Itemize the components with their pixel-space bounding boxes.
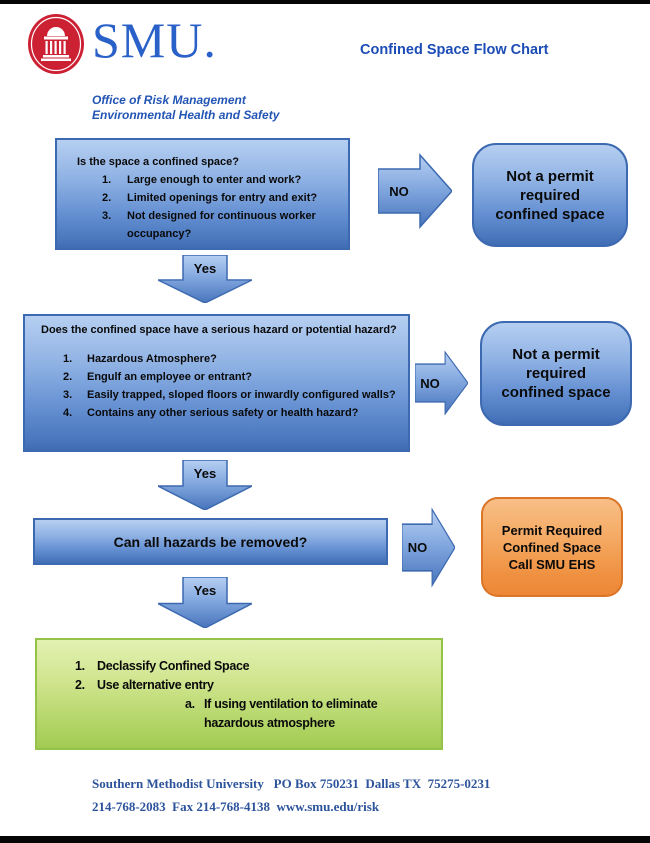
yes-label: Yes — [193, 583, 217, 598]
bottom-border-bar — [0, 836, 650, 843]
top-border-bar — [0, 0, 650, 4]
list-letter: a. — [185, 697, 195, 711]
list-item: 4. Contains any other serious safety or … — [63, 404, 398, 422]
list-item: 3. Easily trapped, sloped floors or inwa… — [63, 386, 398, 404]
footer-contact-line: 214-768-2083 Fax 214-768-4138 www.smu.ed… — [92, 799, 380, 814]
question-text: Is the space a confined space? — [77, 156, 240, 168]
yes-arrow-3: Yes — [158, 577, 252, 628]
list-item: 2. Engulf an employee or entrant? — [63, 368, 398, 386]
no-label: NO — [420, 375, 440, 391]
list-item: 1. Hazardous Atmosphere? — [63, 350, 398, 368]
list-item: 1. Large enough to enter and work? — [102, 171, 340, 189]
list-number: 3. — [63, 389, 73, 401]
result-line: Not a permit — [512, 346, 600, 363]
result-line: confined space — [501, 384, 611, 401]
result-line: Not a permit — [506, 167, 594, 185]
list-item: 3. Not designed for continuous worker oc… — [102, 207, 340, 243]
list-number: 1. — [75, 659, 85, 673]
action-box-declassify: 1. Declassify Confined Space 2. Use alte… — [35, 638, 443, 750]
dept-line-office-of-risk-management: Office of Risk Management — [92, 93, 246, 107]
result-line: confined space — [495, 205, 605, 223]
result-box-not-permit-1: Not a permit required confined space — [472, 143, 628, 247]
down-arrow-icon — [158, 255, 252, 303]
list-text: Large enough to enter and work? — [127, 174, 302, 186]
footer-address-line: Southern Methodist University PO Box 750… — [92, 776, 491, 791]
list-number: 2. — [75, 678, 85, 692]
list-item: 2. Limited openings for entry and exit? — [102, 189, 340, 207]
list-number: 4. — [63, 407, 73, 419]
smu-seal-icon — [28, 14, 84, 74]
list-number: 3. — [102, 210, 112, 222]
list-number: 2. — [63, 371, 73, 383]
page-title: Confined Space Flow Chart — [360, 42, 549, 58]
down-arrow-icon — [158, 460, 252, 510]
list-text: Use alternative entry — [97, 678, 214, 692]
decision-box-hazards-removed: Can all hazards be removed? — [33, 518, 388, 565]
list-text: If using ventilation to eliminate hazard… — [204, 697, 378, 730]
decision-box-serious-hazard: Does the confined space have a serious h… — [23, 314, 410, 452]
right-arrow-icon — [402, 507, 455, 588]
no-arrow-3: NO — [402, 502, 455, 593]
list-text: Contains any other serious safety or hea… — [87, 407, 359, 419]
result-line: required — [519, 186, 580, 204]
no-arrow-1: NO — [378, 148, 452, 234]
list-item: 1. Declassify Confined Space — [75, 657, 437, 676]
no-arrow-2: NO — [415, 346, 468, 420]
right-arrow-icon — [378, 153, 452, 229]
smu-wordmark: SMU. — [92, 12, 217, 68]
list-item: 2. Use alternative entry — [75, 676, 437, 695]
list-text: Not designed for continuous worker occup… — [127, 210, 316, 240]
list-text: Easily trapped, sloped floors or inwardl… — [87, 389, 396, 401]
right-arrow-icon — [415, 350, 468, 416]
sub-list-item: a. If using ventilation to eliminate haz… — [185, 695, 437, 733]
question-text: Does the confined space have a serious h… — [41, 324, 397, 336]
decision-box-is-confined-space: Is the space a confined space? 1. Large … — [55, 138, 350, 250]
list-number: 1. — [102, 174, 112, 186]
no-label: NO — [407, 540, 428, 555]
result-line: Call SMU EHS — [508, 556, 596, 572]
result-line: required — [525, 365, 586, 382]
list-text: Hazardous Atmosphere? — [87, 353, 217, 365]
list-number: 1. — [63, 353, 73, 365]
list-text: Engulf an employee or entrant? — [87, 371, 253, 383]
down-arrow-icon — [158, 577, 252, 628]
result-line: Permit Required — [501, 522, 603, 538]
list-text: Declassify Confined Space — [97, 659, 250, 673]
result-line: Confined Space — [502, 539, 602, 555]
yes-arrow-1: Yes — [158, 255, 252, 303]
yes-label: Yes — [193, 466, 217, 481]
list-number: 2. — [102, 192, 112, 204]
no-label: NO — [389, 183, 409, 199]
list-text: Limited openings for entry and exit? — [127, 192, 318, 204]
result-box-permit-required: Permit Required Confined Space Call SMU … — [481, 497, 623, 597]
dept-line-environmental-health-safety: Environmental Health and Safety — [92, 108, 280, 122]
yes-label: Yes — [193, 261, 217, 276]
question-text: Can all hazards be removed? — [113, 533, 308, 550]
yes-arrow-2: Yes — [158, 460, 252, 510]
result-box-not-permit-2: Not a permit required confined space — [480, 321, 632, 426]
